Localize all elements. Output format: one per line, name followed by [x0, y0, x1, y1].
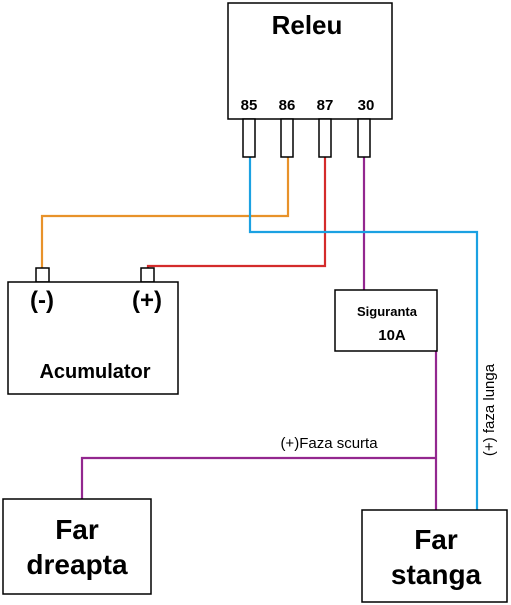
battery-box: [7, 281, 179, 395]
fuse-label-line1: Siguranta: [357, 304, 418, 319]
red-wire: [146, 157, 327, 270]
relay-pin-86-label: 86: [279, 97, 296, 114]
left-headlamp-box: [361, 509, 508, 603]
relay-box: [227, 2, 393, 120]
low-beam-label: (+)Faza scurta: [280, 435, 378, 452]
right-headlamp-box: [2, 498, 152, 595]
battery-positive-label: (+): [132, 287, 162, 314]
relay-terminal-85: [242, 118, 256, 158]
fuse-box: [334, 289, 438, 352]
battery-terminal-positive: [140, 267, 155, 283]
purple-wire-branch-right-lamp: [80, 456, 436, 499]
right-headlamp-label-line1: Far: [55, 514, 99, 545]
relay-terminal-86: [280, 118, 294, 158]
blue-wire: [248, 157, 479, 510]
right-headlamp-label-line2: dreapta: [26, 549, 128, 580]
left-headlamp-label-line2: stanga: [391, 559, 482, 590]
battery-label: Acumulator: [39, 361, 150, 383]
battery-negative-label: (-): [30, 287, 54, 314]
relay-terminal-87: [318, 118, 332, 158]
left-headlamp-label-line1: Far: [414, 524, 458, 555]
relay-pin-85-label: 85: [241, 97, 258, 114]
battery-terminal-negative: [35, 267, 50, 283]
relay-pin-87-label: 87: [317, 97, 334, 114]
orange-wire: [40, 157, 290, 268]
relay-title: Releu: [272, 10, 343, 40]
relay-terminal-30: [357, 118, 371, 158]
fuse-label-line2: 10A: [378, 327, 406, 344]
high-beam-label: (+) faza lunga: [481, 363, 498, 456]
relay-pin-30-label: 30: [358, 97, 375, 114]
